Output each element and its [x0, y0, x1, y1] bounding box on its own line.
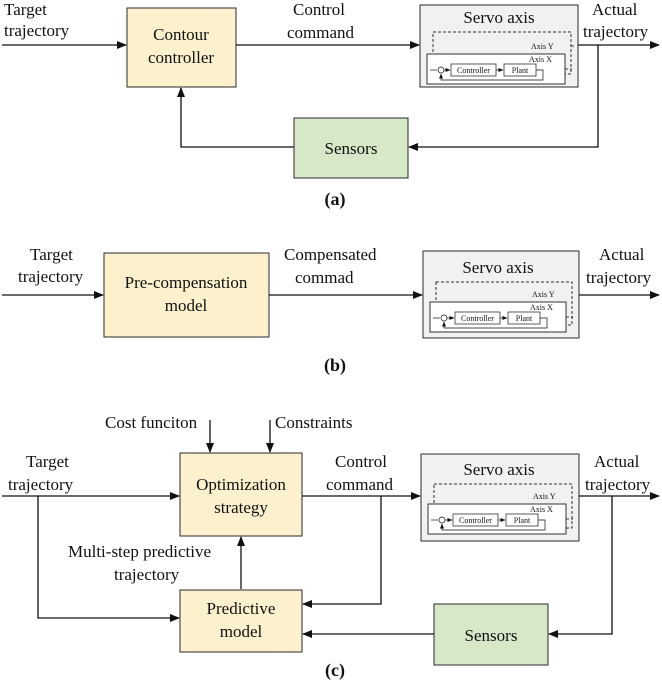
summing-junction-icon: [440, 314, 448, 322]
target-trajectory-label-line2: trajectory: [8, 475, 74, 494]
servo-axis-block: Servo axis Axis Y Axis X Controller Plan…: [419, 4, 579, 88]
optimization-strategy-label-line2: strategy: [214, 498, 268, 517]
compensated-command-label-line2: commad: [295, 268, 354, 287]
compensated-command-label-line1: Compensated: [284, 245, 377, 264]
actual-trajectory-label-line2: trajectory: [586, 268, 652, 287]
servo-axis-title: Servo axis: [462, 258, 533, 277]
axis-x-label: Axis X: [530, 505, 553, 514]
axis-x-label: Axis X: [530, 303, 553, 312]
multistep-label-line1: Multi-step predictive: [68, 542, 211, 561]
panel-c: Cost funciton Constraints Target traject…: [2, 413, 660, 681]
inner-plant-label: Plant: [516, 314, 533, 323]
caption-c: (c): [325, 660, 345, 681]
control-command-label-line2: command: [287, 23, 355, 42]
inner-controller-label: Controller: [459, 516, 492, 525]
summing-junction-icon: [437, 66, 445, 74]
target-trajectory-label-line2: trajectory: [18, 267, 84, 286]
actual-trajectory-label-line1: Actual: [594, 452, 640, 471]
actual-trajectory-label-line1: Actual: [592, 0, 638, 19]
constraints-label: Constraints: [275, 413, 352, 432]
pre-compensation-model-block: [103, 252, 270, 338]
control-command-label-line1: Control: [335, 452, 387, 471]
cost-function-label: Cost funciton: [105, 413, 198, 432]
sensors-to-controller-arrow: [177, 87, 294, 148]
predictive-model-label-line2: model: [220, 622, 263, 641]
servo-axis-title: Servo axis: [463, 460, 534, 479]
panel-a: Target trajectory Contour controller Con…: [2, 0, 660, 210]
target-trajectory-label-line1: Target: [4, 0, 47, 19]
inner-controller-label: Controller: [461, 314, 494, 323]
servo-axis-title: Servo axis: [463, 8, 534, 27]
target-trajectory-label-line2: trajectory: [4, 21, 70, 40]
servo-axis-block: Servo axis Axis Y Axis X Controller Plan…: [422, 250, 580, 339]
predictive-model-label-line1: Predictive: [207, 599, 276, 618]
axis-y-label: Axis Y: [532, 290, 555, 299]
actual-trajectory-label-line2: trajectory: [583, 22, 649, 41]
control-command-label-line2: command: [326, 475, 394, 494]
command-to-predictive-arrow: [302, 496, 382, 608]
caption-b: (b): [324, 355, 346, 376]
inner-feedback-line: [440, 519, 546, 531]
caption-a: (a): [325, 189, 346, 210]
pre-compensation-label-line2: model: [165, 296, 208, 315]
optimization-strategy-label-line1: Optimization: [196, 475, 286, 494]
summing-junction-icon: [438, 516, 446, 524]
sensors-label: Sensors: [325, 139, 378, 158]
pre-compensation-label-line1: Pre-compensation: [125, 273, 248, 292]
axis-y-label: Axis Y: [533, 492, 556, 501]
contour-controller-label-line2: controller: [148, 48, 214, 67]
inner-controller-label: Controller: [457, 66, 490, 75]
optimization-strategy-block: [179, 452, 303, 537]
feedback-to-sensors-arrow: [548, 496, 613, 638]
panel-b: Target trajectory Pre-compensation model…: [2, 245, 660, 376]
inner-feedback-line: [442, 317, 548, 329]
inner-feedback-line: [439, 69, 544, 81]
inner-plant-label: Plant: [512, 66, 529, 75]
target-trajectory-label-line1: Target: [30, 245, 73, 264]
axis-x-label: Axis X: [529, 55, 552, 64]
target-trajectory-label-line1: Target: [26, 452, 69, 471]
target-to-predictive-arrow: [37, 496, 180, 622]
servo-axis-block: Servo axis Axis Y Axis X Controller Plan…: [420, 453, 580, 542]
feedback-to-sensors-arrow: [408, 45, 599, 151]
control-command-label-line1: Control: [293, 0, 345, 19]
sensors-label: Sensors: [465, 626, 518, 645]
actual-trajectory-label-line1: Actual: [599, 245, 645, 264]
predictive-model-block: [179, 589, 303, 653]
sensors-block: [433, 603, 549, 666]
sensors-block: [293, 117, 409, 179]
axis-y-label: Axis Y: [531, 42, 554, 51]
inner-plant-label: Plant: [514, 516, 531, 525]
multistep-label-line2: trajectory: [114, 565, 180, 584]
contour-controller-label-line1: Contour: [153, 25, 209, 44]
actual-trajectory-label-line2: trajectory: [585, 475, 651, 494]
